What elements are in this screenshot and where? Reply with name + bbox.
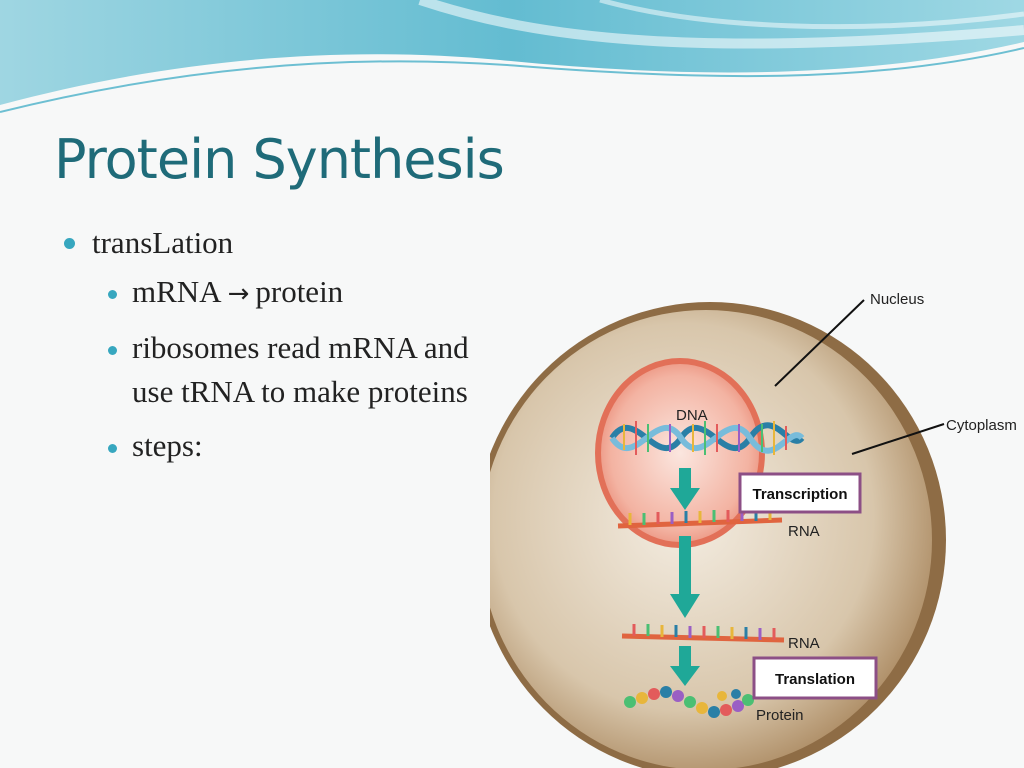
sub-bullet-text: steps: — [132, 428, 203, 463]
sub-bullet-list: mRNA→protein ribosomes read mRNA and use… — [92, 270, 510, 468]
bullet-text: transLation — [92, 225, 234, 260]
nucleus-region — [595, 358, 765, 548]
label-nucleus: Nucleus — [870, 291, 924, 308]
sub-bullet-text-after: protein — [255, 274, 344, 309]
label-rna-2: RNA — [788, 635, 820, 652]
transcription-box: Transcription — [738, 472, 862, 514]
sub-bullet-steps: steps: — [92, 424, 510, 468]
translation-label: Translation — [775, 671, 855, 688]
slide-title: Protein Synthesis — [54, 128, 505, 191]
right-arrow-icon: → — [227, 279, 250, 309]
translation-box: Translation — [752, 656, 878, 700]
label-rna-1: RNA — [788, 523, 820, 540]
bullet-translation: transLation mRNA→protein ribosomes read … — [60, 222, 510, 468]
bullet-dot — [108, 346, 117, 355]
sub-bullet-text: ribosomes read mRNA and use tRNA to make… — [132, 330, 469, 409]
sub-bullet-text-before: mRNA — [132, 274, 222, 309]
bullet-dot — [108, 290, 117, 299]
label-protein: Protein — [756, 707, 804, 724]
sub-bullet-ribosomes: ribosomes read mRNA and use tRNA to make… — [92, 326, 510, 414]
leader-lines — [774, 299, 945, 455]
rna-strand-cytoplasm — [621, 624, 785, 643]
bullet-dot — [64, 238, 75, 249]
label-cytoplasm: Cytoplasm — [946, 417, 1017, 434]
bullet-list: transLation mRNA→protein ribosomes read … — [60, 222, 510, 478]
cell-diagram: Nucleus Cytoplasm DNA RNA RNA Protein Tr… — [490, 291, 1017, 768]
dna-double-helix — [609, 421, 805, 455]
bullet-dot — [108, 444, 117, 453]
flow-arrows — [670, 468, 700, 686]
label-dna: DNA — [676, 407, 708, 424]
protein-chain — [624, 686, 754, 718]
transcription-label: Transcription — [752, 486, 847, 503]
sub-bullet-mrna-protein: mRNA→protein — [92, 270, 510, 316]
header-wave-decoration — [0, 0, 1024, 113]
